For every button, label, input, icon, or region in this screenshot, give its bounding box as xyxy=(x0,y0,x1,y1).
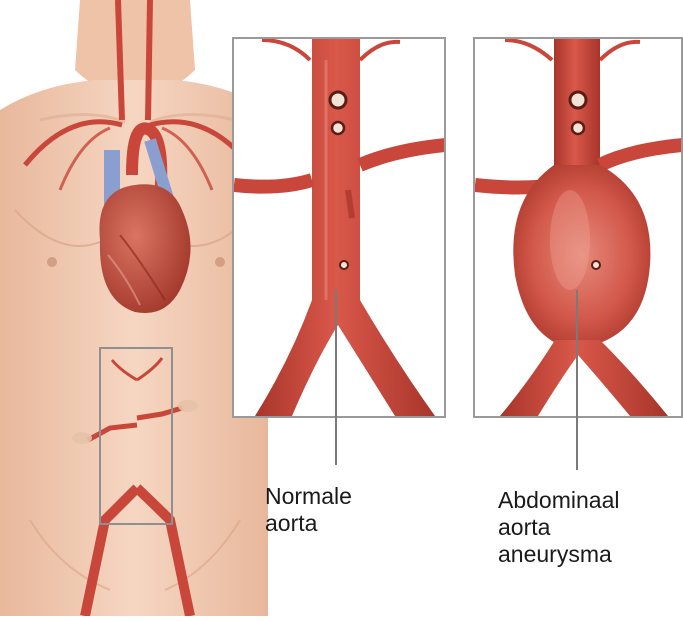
normal-aorta-label: Normale aorta xyxy=(265,483,352,537)
normal-label-line1: Normale xyxy=(265,483,352,510)
aneurysm-label: Abdominaal aorta aneurysma xyxy=(498,487,619,568)
aneurysm-label-line1: Abdominaal xyxy=(498,487,619,514)
aneurysm-label-line3: aneurysma xyxy=(498,541,619,568)
aorta-normal-illustration xyxy=(233,38,445,417)
aneurysm-label-line2: aorta xyxy=(498,514,619,541)
normal-label-line2: aorta xyxy=(265,510,352,537)
